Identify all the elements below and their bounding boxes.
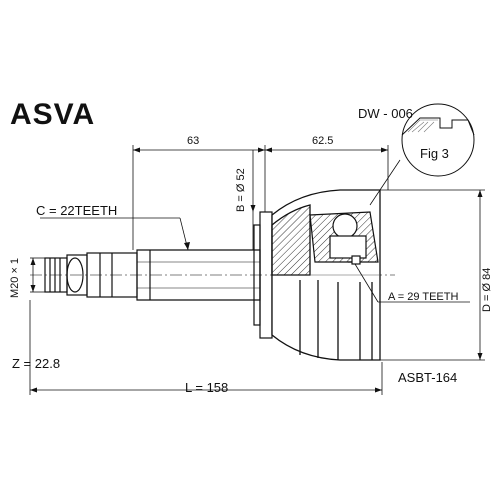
- dim-l-length: L = 158: [185, 380, 229, 395]
- inner-race: [309, 211, 379, 265]
- dim-z-value: Z = 22.8: [12, 356, 61, 371]
- figure-label: Fig 3: [420, 146, 449, 161]
- dimension-lines: [29, 145, 485, 395]
- alt-part-code: ASBT-164: [398, 370, 458, 385]
- part-code: DW - 006: [358, 106, 413, 121]
- fig3-detail: [401, 103, 475, 177]
- brand-logo: ASVA: [10, 98, 96, 131]
- dim-left-length: 63: [187, 135, 200, 147]
- dim-a-teeth: A = 29 TEETH: [388, 291, 459, 303]
- arrowheads: [30, 147, 483, 393]
- dim-c-teeth: C = 22TEETH: [36, 203, 118, 218]
- dim-d-diameter: D = Ø 84: [481, 267, 493, 312]
- dim-right-length: 62.5: [312, 135, 334, 147]
- dim-b-diameter: B = Ø 52: [235, 168, 247, 212]
- dim-thread: M20 × 1: [9, 257, 21, 298]
